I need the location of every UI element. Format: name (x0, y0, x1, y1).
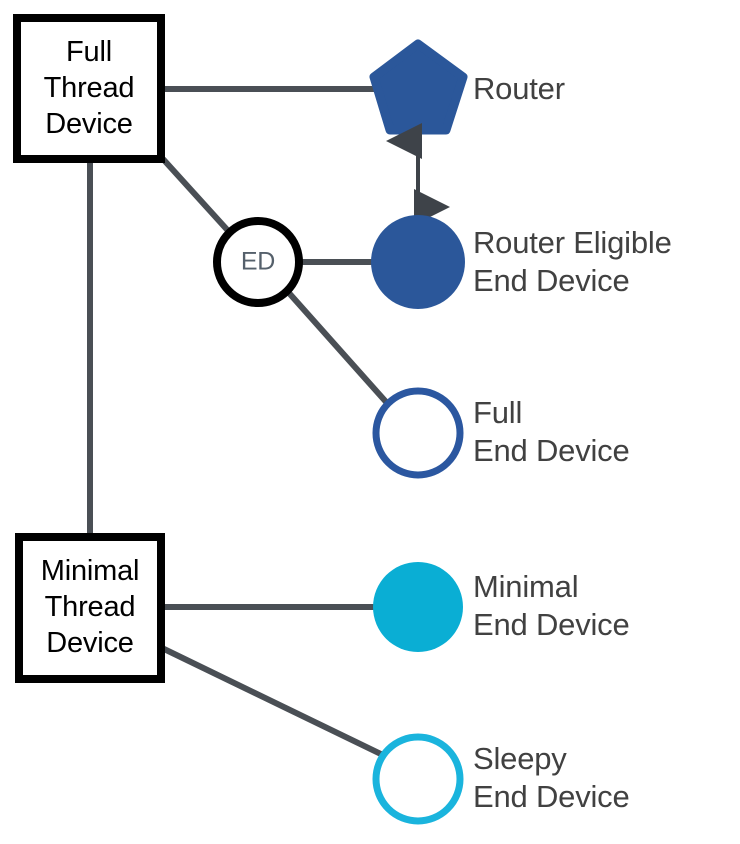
sleepy-end-device-circle-icon (372, 733, 464, 825)
end-device-label: ED (240, 247, 276, 276)
line-ftd-to-ed (160, 156, 234, 237)
full-end-device-circle-icon (372, 387, 464, 479)
minimal-end-device-circle-icon (373, 562, 463, 652)
router-eligible-end-device-legend-label: Router Eligible End Device (473, 225, 672, 298)
router-eligible-end-device-circle-icon (371, 215, 465, 309)
minimal-thread-device-label: Minimal Thread Device (40, 555, 140, 659)
router-legend-label: Router (473, 71, 565, 106)
line-ed-to-full-end-device (286, 291, 390, 405)
minimal-end-device-legend-label: Minimal End Device (473, 569, 630, 642)
minimal-thread-device-box (15, 533, 165, 683)
full-thread-device-label: Full Thread Device (43, 36, 135, 140)
connection-lines (87, 86, 392, 760)
full-thread-device-box (13, 14, 165, 163)
sleepy-end-device-legend-label: Sleepy End Device (473, 741, 630, 814)
router-pentagon-icon (369, 39, 468, 135)
line-mtd-to-sleepy-end-device (160, 645, 389, 760)
full-end-device-legend-label: Full End Device (473, 395, 630, 468)
end-device-circle-node (213, 217, 303, 307)
